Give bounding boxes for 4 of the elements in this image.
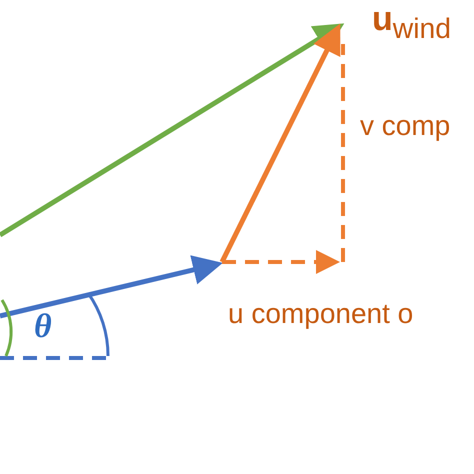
component-label: u component o: [228, 298, 414, 330]
component-label: v comp: [360, 110, 450, 142]
angle-symbol: θ: [34, 308, 52, 346]
wind-speed-label: u$_{wind}$: [372, 0, 452, 46]
